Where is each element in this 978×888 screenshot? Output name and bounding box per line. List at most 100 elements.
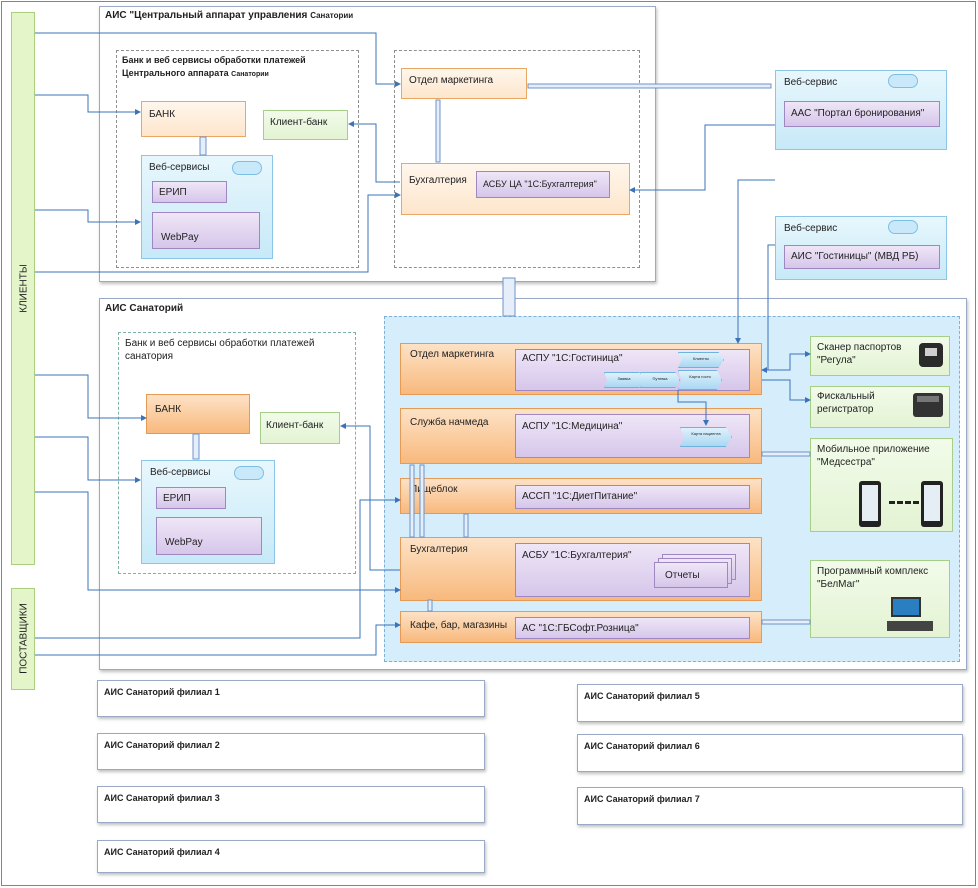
suppliers-bar: ПОСТАВЩИКИ [11, 588, 35, 690]
portal-web-service-box: Веб-сервис ААС "Портал бронирования" [775, 70, 947, 150]
sanatorium-bank-label: БАНК [155, 404, 182, 415]
chevron-patient-card: Карта пациента [680, 427, 732, 447]
printer-icon [913, 393, 943, 417]
fiscal-label-2: регистратор [817, 404, 874, 415]
branch-5-label: АИС Санаторий филиал 5 [584, 691, 700, 701]
scanner-label-1: Сканер паспортов [817, 342, 902, 353]
belmag-box: Программный комплекс "БелМаг" [810, 560, 950, 638]
sanatorium-marketing-box: Отдел маркетинга АСПУ "1С:Гостиница" Кли… [400, 343, 762, 395]
sanatorium-erip-box: ЕРИП [156, 487, 226, 509]
clients-bar: КЛИЕНТЫ [11, 12, 35, 565]
branch-7-label: АИС Санаторий филиал 7 [584, 794, 700, 804]
cafe-label: Кафе, бар, магазины [410, 620, 508, 631]
hotels-label: АИС "Гостиницы" (МВД РБ) [791, 251, 919, 262]
branch-2: АИС Санаторий филиал 2 [97, 733, 485, 770]
cloud-icon [888, 74, 918, 88]
branch-1: АИС Санаторий филиал 1 [97, 680, 485, 717]
cloud-icon [888, 220, 918, 234]
branch-1-label: АИС Санаторий филиал 1 [104, 687, 220, 697]
central-marketing-box: Отдел маркетинга [401, 68, 527, 99]
ellipsis-icon [889, 501, 919, 504]
central-web-services-label: Веб-сервисы [149, 162, 210, 173]
aspu-hotel-box: АСПУ "1С:Гостиница" Клиенты Заявка Путев… [515, 349, 750, 391]
branch-6-label: АИС Санаторий филиал 6 [584, 741, 700, 751]
sanatorium-client-bank-box: Клиент-банк [260, 412, 340, 444]
portal-label: ААС "Портал бронирования" [791, 108, 925, 119]
central-bank-group-title-2: Центрального аппарата Санатории [122, 68, 269, 78]
belmag-label-2: "БелМаг" [817, 579, 860, 590]
central-client-bank-box: Клиент-банк [263, 110, 348, 140]
sanatorium-bank-group: Банк и веб сервисы обработки платежей са… [118, 332, 356, 574]
central-marketing-label: Отдел маркетинга [409, 75, 494, 86]
branch-5: АИС Санаторий филиал 5 [577, 684, 963, 722]
fiscal-box: Фискальный регистратор [810, 386, 950, 428]
central-bank-group-title-2-small: Санатории [231, 71, 269, 78]
asbu-sanatorium-box: АСБУ "1С:Бухгалтерия" Отчеты [515, 543, 750, 597]
mobile-app-label-2: "Медсестра" [817, 457, 875, 468]
central-asbu-box: АСБУ ЦА "1С:Бухгалтерия" [476, 171, 610, 198]
central-title-text: АИС "Центральный аппарат управления [105, 10, 308, 21]
sanatorium-client-bank-label: Клиент-банк [266, 420, 324, 431]
sanatorium-web-services-label: Веб-сервисы [150, 467, 211, 478]
fiscal-label-1: Фискальный [817, 391, 875, 402]
central-bank-label: БАНК [149, 109, 176, 120]
tablet-icon [921, 481, 943, 527]
portal-box: ААС "Портал бронирования" [784, 101, 940, 127]
branch-4-label: АИС Санаторий филиал 4 [104, 847, 220, 857]
chevron-guest-card: Карта гостя [678, 370, 722, 390]
tablet-icon [859, 481, 881, 527]
reports-box: Отчеты [654, 562, 728, 588]
sanatorium-web-services-box: Веб-сервисы ЕРИП WebPay [141, 460, 275, 564]
central-erip-label: ЕРИП [159, 187, 187, 198]
medical-box: Служба начмеда АСПУ "1С:Медицина" Карта … [400, 408, 762, 464]
central-bank-group-title-2-text: Центрального аппарата [122, 68, 229, 78]
reports-label: Отчеты [665, 570, 700, 581]
branch-3-label: АИС Санаторий филиал 3 [104, 793, 220, 803]
hotels-web-service-label: Веб-сервис [784, 223, 838, 234]
portal-web-service-label: Веб-сервис [784, 77, 838, 88]
hotels-web-service-box: Веб-сервис АИС "Гостиницы" (МВД РБ) [775, 216, 947, 280]
food-box: Пищеблок АССП "1С:ДиетПитание" [400, 478, 762, 514]
branch-6: АИС Санаторий филиал 6 [577, 734, 963, 772]
sanatorium-bank-box: БАНК [146, 394, 250, 434]
cloud-icon [234, 466, 264, 480]
sanatorium-bank-group-title-1: Банк и веб сервисы обработки платежей [125, 338, 315, 349]
hotels-box: АИС "Гостиницы" (МВД РБ) [784, 245, 940, 269]
central-webpay-box: WebPay [152, 212, 260, 249]
aspu-medicine-label: АСПУ "1С:Медицина" [522, 421, 623, 432]
assp-diet-box: АССП "1С:ДиетПитание" [515, 485, 750, 509]
mobile-app-box: Мобильное приложение "Медсестра" [810, 438, 953, 532]
sanatorium-bank-group-title-2: санатория [125, 351, 174, 362]
asbu-sanatorium-label: АСБУ "1С:Бухгалтерия" [522, 550, 632, 561]
scanner-icon [919, 343, 943, 367]
sanatorium-erip-label: ЕРИП [163, 493, 191, 504]
belmag-label-1: Программный комплекс [817, 566, 929, 577]
medical-label: Служба начмеда [410, 417, 489, 428]
sanatorium-marketing-label: Отдел маркетинга [410, 349, 495, 360]
food-label: Пищеблок [410, 484, 458, 495]
central-asbu-label: АСБУ ЦА "1С:Бухгалтерия" [483, 179, 597, 189]
sanatorium-accounting-box: Бухгалтерия АСБУ "1С:Бухгалтерия" Отчеты [400, 537, 762, 601]
branch-7: АИС Санаторий филиал 7 [577, 787, 963, 825]
central-webpay-label: WebPay [161, 232, 199, 243]
sanatorium-title: АИС Санаторий [105, 303, 184, 314]
branch-2-label: АИС Санаторий филиал 2 [104, 740, 220, 750]
cloud-icon [232, 161, 262, 175]
aspu-medicine-box: АСПУ "1С:Медицина" Карта пациента [515, 414, 750, 458]
central-accounting-box: Бухгалтерия АСБУ ЦА "1С:Бухгалтерия" [401, 163, 630, 215]
as-retail-box: АС "1С:ГБСофт.Розница" [515, 617, 750, 639]
branch-4: АИС Санаторий филиал 4 [97, 840, 485, 873]
pos-terminal-icon [887, 597, 933, 633]
scanner-box: Сканер паспортов "Регула" [810, 336, 950, 376]
cafe-box: Кафе, бар, магазины АС "1С:ГБСофт.Розниц… [400, 611, 762, 643]
sanatorium-webpay-label: WebPay [165, 537, 203, 548]
sanatorium-webpay-box: WebPay [156, 517, 262, 555]
central-bank-box: БАНК [141, 101, 246, 137]
central-web-services-box: Веб-сервисы ЕРИП WebPay [141, 155, 273, 259]
scanner-label-2: "Регула" [817, 355, 856, 366]
central-title: АИС "Центральный аппарат управления Сана… [105, 10, 353, 21]
mobile-app-label-1: Мобильное приложение [817, 444, 930, 455]
central-title-small: Санатории [310, 11, 354, 20]
